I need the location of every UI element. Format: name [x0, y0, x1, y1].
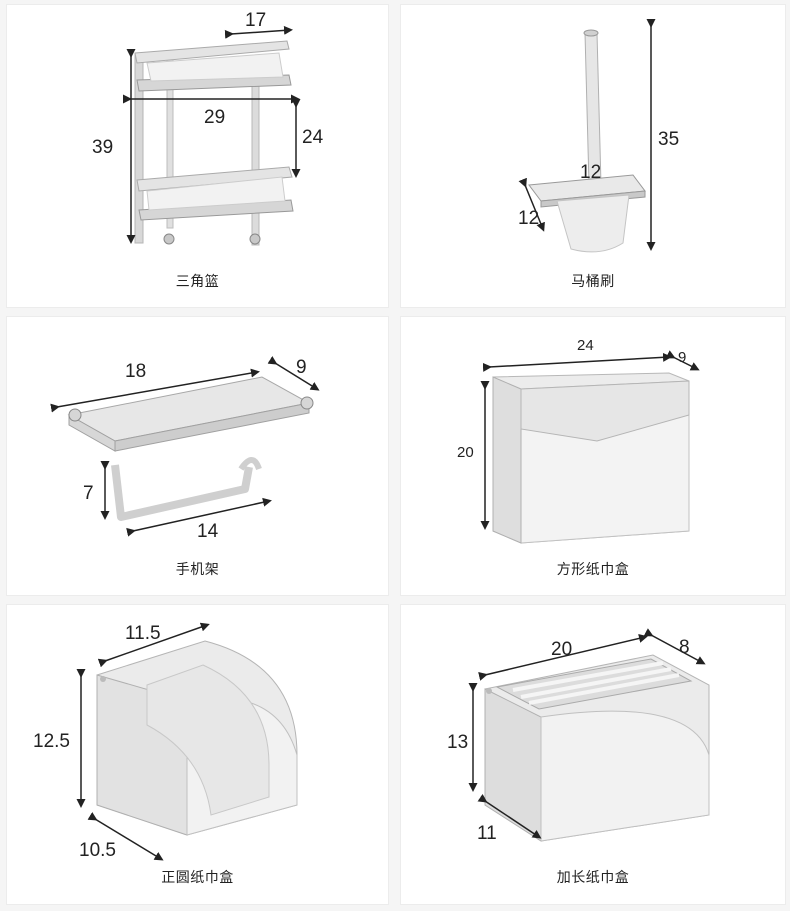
dim-label-height: 35 — [658, 129, 679, 150]
dim-label-bottom: 14 — [197, 521, 219, 542]
dim-line-depth — [87, 812, 164, 861]
round-tissue-box-illustration: 11.5 12.5 10.5 — [33, 622, 298, 861]
product-name: 马桶刷 — [571, 273, 615, 289]
dim-line-top — [224, 25, 293, 39]
dim-line-depth — [643, 628, 706, 665]
product-name: 三角篮 — [175, 273, 220, 289]
dim-label-side: 11 — [477, 823, 497, 844]
product-card-square-tissue-box: 24 9 20 方形纸巾盒 — [400, 316, 786, 596]
dim-label-side: 24 — [302, 127, 324, 148]
dim-label-height: 39 — [92, 137, 113, 158]
product-name: 方形纸巾盒 — [556, 561, 630, 577]
product-card-corner-basket: 17 29 39 24 三角篮 — [6, 4, 389, 308]
product-card-phone-shelf: 18 9 7 14 手机架 — [6, 316, 389, 596]
dim-line-depth — [267, 356, 320, 391]
product-name: 正圆纸巾盒 — [161, 869, 234, 885]
dim-line-width — [478, 634, 648, 681]
product-card-long-tissue-box: 20 8 13 11 加长纸巾盒 — [400, 604, 786, 905]
dim-label-width: 29 — [204, 107, 225, 128]
dim-label-height: 12.5 — [33, 731, 70, 752]
dim-line-length — [50, 368, 260, 413]
dim-label-depth: 9 — [296, 357, 307, 378]
corner-basket-illustration: 17 29 39 24 — [92, 10, 324, 246]
product-card-toilet-brush: 35 12 12 马桶刷 — [400, 4, 786, 308]
dim-label-height: 7 — [83, 483, 94, 504]
dim-line-depth — [518, 177, 545, 232]
dim-label-height: 13 — [447, 732, 468, 753]
dim-label-depth: 10.5 — [79, 840, 116, 861]
dim-line-bottom — [126, 497, 272, 537]
dim-label-width: 24 — [577, 337, 594, 354]
product-card-round-tissue-box: 11.5 12.5 10.5 正圆纸巾盒 — [6, 604, 389, 905]
product-name: 加长纸巾盒 — [556, 869, 630, 885]
dim-label-width: 12 — [580, 162, 601, 183]
long-tissue-box-illustration: 20 8 13 11 — [447, 628, 710, 844]
dim-line-width — [97, 622, 210, 668]
square-tissue-box-illustration: 24 9 20 — [457, 337, 700, 544]
dim-label-width: 11.5 — [125, 623, 161, 644]
dim-label-width: 20 — [551, 639, 572, 660]
toilet-brush-illustration: 35 12 12 — [518, 19, 679, 253]
dim-label-depth: 12 — [518, 208, 539, 229]
dim-label-depth: 9 — [678, 349, 686, 366]
phone-shelf-illustration: 18 9 7 14 — [50, 356, 320, 542]
dim-label-top: 17 — [245, 10, 266, 31]
dim-line-width — [482, 352, 672, 372]
dim-line-depth — [665, 350, 700, 371]
product-name: 手机架 — [175, 561, 220, 577]
dim-label-height: 20 — [457, 444, 474, 461]
dim-line-side — [477, 793, 542, 839]
dim-label-length: 18 — [125, 361, 146, 382]
dim-label-depth: 8 — [679, 637, 690, 658]
